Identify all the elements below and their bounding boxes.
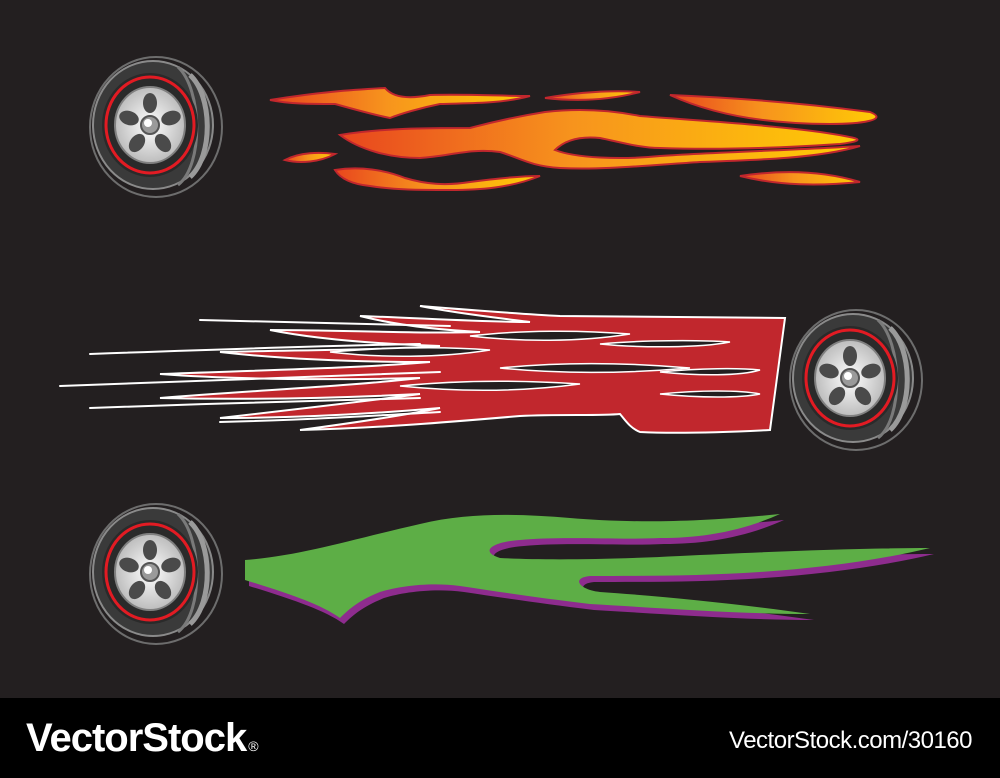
red-flames [59,305,787,434]
flame-artwork [0,0,1000,698]
watermark-footer [0,698,1000,778]
wheel-icon [790,310,922,450]
image-url: VectorStock.com/30160 [729,727,972,754]
wheel-icon [90,504,222,644]
vectorstock-logo: VectorStock® [26,710,259,766]
registered-mark: ® [248,738,258,754]
orange-flames [269,86,878,192]
wheel-icon [90,57,222,197]
wheel-with-red-pinstripe-flames [59,305,922,450]
brand-name: VectorStock [26,716,247,760]
green-flames [245,514,934,624]
wheel-with-orange-yellow-flames [90,57,878,197]
wheel-with-green-purple-flames [90,504,934,644]
